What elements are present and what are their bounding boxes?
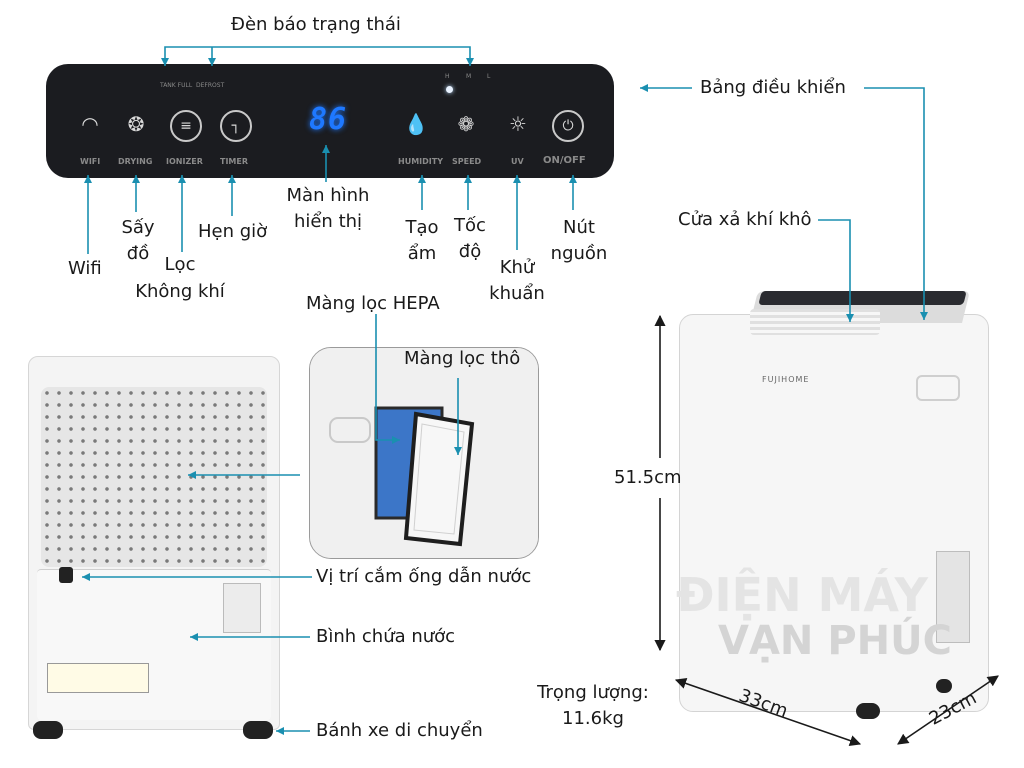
unit-control-strip <box>758 291 967 305</box>
dry-air-outlet <box>750 309 880 335</box>
status-lights-callout: Đèn báo trạng thái <box>231 14 401 35</box>
drying-button[interactable]: ❂ <box>122 110 150 138</box>
speed-level-m: M <box>466 73 472 80</box>
spec-label <box>936 551 970 643</box>
uv-button-label: UV <box>511 157 524 166</box>
wifi-icon: ◠ <box>81 112 99 136</box>
tank-full-indicator: TANK FULL <box>160 82 193 89</box>
wheel-back <box>936 679 952 693</box>
clock-icon: ┐ <box>231 118 241 134</box>
dry-air-outlet-callout: Cửa xả khí khô <box>678 209 812 230</box>
water-drop-icon: 💧 <box>403 112 429 136</box>
brand-logo: FUJIHOME <box>762 375 810 384</box>
filter-illustration <box>310 348 538 558</box>
speed-button-label: SPEED <box>452 157 482 166</box>
side-view-unit: FUJIHOME <box>679 291 989 719</box>
onoff-button-label: ON/OFF <box>543 155 586 166</box>
wifi-button-label: WIFI <box>80 157 101 166</box>
uv-sun-icon: ☼ <box>509 112 527 136</box>
digital-display: 86 <box>309 102 348 137</box>
power-button[interactable]: ⏻ <box>552 110 584 142</box>
wifi-button[interactable]: ◠ <box>76 110 104 138</box>
shirt-icon: ❂ <box>127 112 145 136</box>
fan-icon: ❁ <box>457 112 475 136</box>
speed-led <box>446 86 453 93</box>
timer-button-label: TIMER <box>220 157 249 166</box>
air-filter-callout-line-2: Không khí <box>135 281 225 302</box>
warning-label <box>47 663 149 693</box>
product-sticker <box>223 583 261 633</box>
humidity-button-label: HUMIDITY <box>398 157 443 166</box>
display-callout-line-1: Màn hình <box>286 185 370 206</box>
humidify-callout-line-1: Tạo <box>405 217 439 238</box>
defrost-indicator: DEFROST <box>196 82 225 89</box>
filter-photo <box>309 347 539 559</box>
humidify-callout-line-2: ẩm <box>407 243 437 264</box>
ionizer-button-label: IONIZER <box>166 157 203 166</box>
sterilize-callout-line-2: khuẩn <box>489 283 545 304</box>
hepa-filter-callout: Màng lọc HEPA <box>306 293 440 314</box>
weight-value: 11.6kg <box>562 708 624 729</box>
drying-callout-line-2: đồ <box>126 243 150 264</box>
speed-callout-line-2: độ <box>458 241 482 262</box>
sterilize-callout-line-1: Khử <box>499 257 535 278</box>
timer-callout: Hẹn giờ <box>198 221 268 242</box>
air-filter-callout-line-1: Lọc <box>164 254 196 275</box>
drain-port-callout: Vị trí cắm ống dẫn nước <box>316 566 532 587</box>
speed-level-h: H <box>445 73 450 80</box>
power-callout-line-2: nguồn <box>550 243 608 264</box>
speed-callout-line-1: Tốc <box>454 215 486 236</box>
coarse-filter-callout: Màng lọc thô <box>404 348 521 369</box>
height-dimension: 51.5cm <box>614 467 682 488</box>
air-intake-grille <box>41 387 267 567</box>
power-callout-line-1: Nút <box>563 217 595 238</box>
control-panel-callout: Bảng điều khiển <box>700 77 846 98</box>
water-tank-callout: Bình chứa nước <box>316 626 456 647</box>
wifi-callout: Wifi <box>68 258 102 279</box>
rear-view-unit <box>28 356 280 739</box>
side-handle <box>916 375 960 401</box>
wheels-callout: Bánh xe di chuyển <box>316 720 483 741</box>
humidity-button[interactable]: 💧 <box>402 110 430 138</box>
wheel-left <box>33 721 63 739</box>
uv-button[interactable]: ☼ <box>504 110 532 138</box>
wheel-front <box>856 703 880 719</box>
drying-callout-line-1: Sấy <box>121 217 155 238</box>
watermark-line-1: ĐIỆN MÁY <box>676 568 928 622</box>
weight-label: Trọng lượng: <box>537 682 649 703</box>
timer-button[interactable]: ┐ <box>220 110 252 142</box>
control-panel: TANK FULL DEFROST H M L ◠ ❂ ≡ ┐ 86 💧 ❁ ☼… <box>46 64 614 178</box>
ionizer-icon: ≡ <box>180 118 192 134</box>
drain-port <box>59 567 73 583</box>
wheel-right <box>243 721 273 739</box>
watermark-line-2: VẠN PHÚC <box>718 618 952 664</box>
drying-button-label: DRYING <box>118 157 153 166</box>
ionizer-button[interactable]: ≡ <box>170 110 202 142</box>
power-icon: ⏻ <box>562 118 574 134</box>
speed-button[interactable]: ❁ <box>452 110 480 138</box>
speed-level-l: L <box>487 73 491 80</box>
display-callout-line-2: hiển thị <box>293 211 363 232</box>
